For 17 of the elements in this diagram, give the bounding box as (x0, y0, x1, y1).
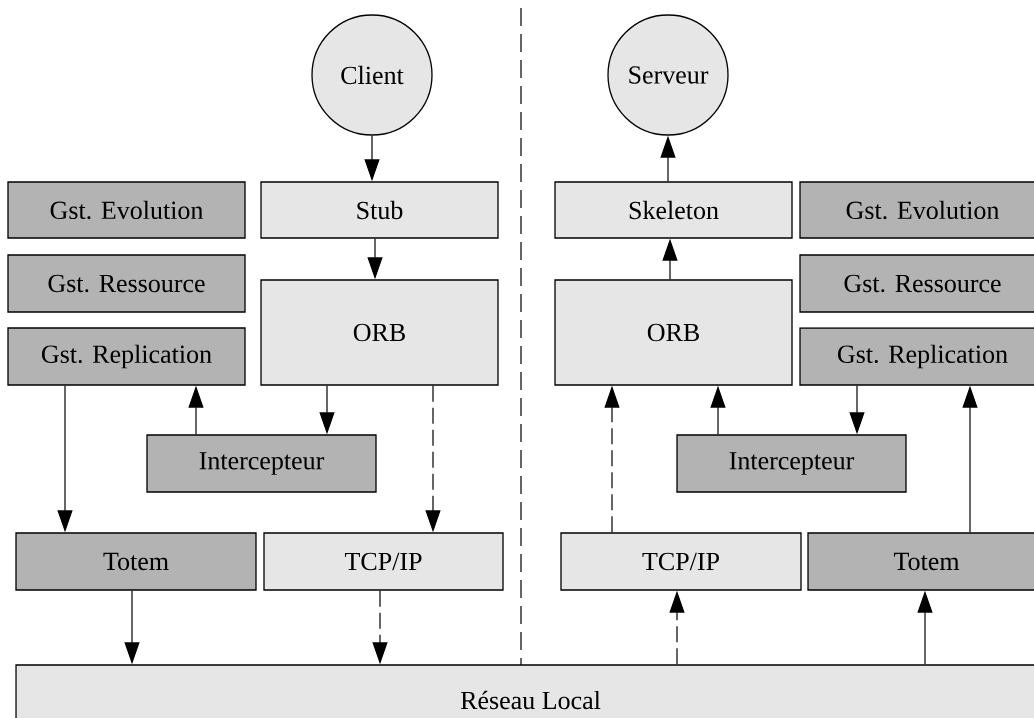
manager-box: Gst. Ressource (799, 254, 1034, 313)
network-bar: Réseau Local (15, 664, 1034, 718)
totem-box: Totem (807, 532, 1034, 591)
manager-box: Gst. Evolution (799, 181, 1034, 239)
manager-box: Gst. Replication (7, 327, 246, 386)
interceptor-box: Intercepteur (676, 434, 907, 493)
manager-box: Gst. Replication (799, 327, 1034, 386)
stub-box: Stub (260, 181, 499, 239)
interceptor-box: Intercepteur (146, 434, 377, 493)
orb-box: ORB (554, 279, 793, 386)
tcpip-box: TCP/IP (560, 532, 802, 591)
totem-box: Totem (15, 532, 257, 591)
skeleton-box: Skeleton (554, 181, 793, 239)
tcpip-box: TCP/IP (263, 532, 504, 591)
manager-box: Gst. Ressource (7, 254, 246, 313)
orb-box: ORB (260, 279, 499, 386)
manager-box: Gst. Evolution (7, 181, 246, 239)
